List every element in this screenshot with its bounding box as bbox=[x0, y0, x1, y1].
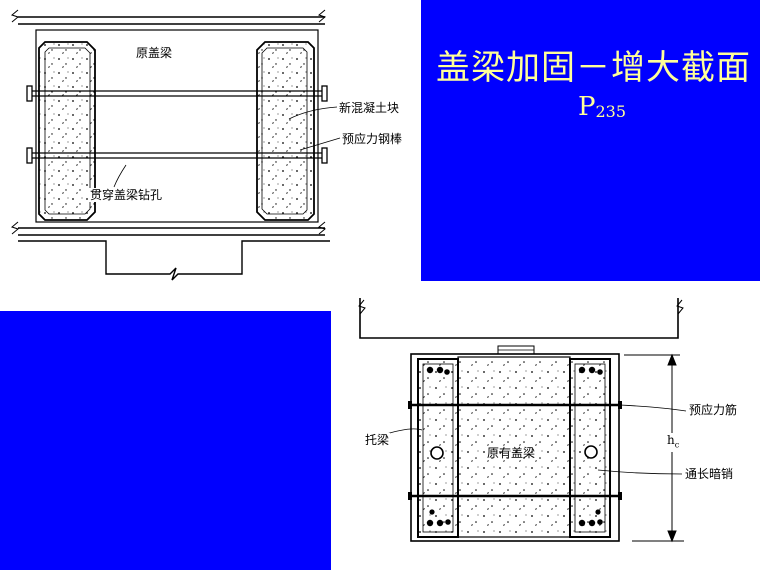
deck-line bbox=[358, 298, 684, 339]
deck-slab bbox=[10, 9, 327, 25]
original-cap-beam bbox=[35, 29, 319, 223]
height-label: hc bbox=[666, 433, 681, 453]
dowel-left bbox=[430, 446, 444, 460]
original-cap-beam-core-label: 原有盖梁 bbox=[487, 446, 536, 460]
new-concrete-block-left bbox=[38, 41, 96, 221]
pier-outline bbox=[10, 221, 330, 281]
subtitle-index: 235 bbox=[595, 102, 627, 121]
new-concrete-block-right bbox=[256, 41, 315, 221]
slide-title: 盖梁加固－增大截面 2 bbox=[436, 48, 760, 88]
slide-subtitle: P235 bbox=[578, 92, 626, 122]
dowel-right bbox=[584, 445, 598, 459]
height-subscript: c bbox=[674, 440, 680, 450]
original-cap-beam-label: 原盖梁 bbox=[135, 46, 174, 60]
title-panel bbox=[421, 0, 760, 281]
dowel-label: 通长暗销 bbox=[684, 467, 735, 481]
prestress-bar-label: 预应力钢棒 bbox=[341, 132, 404, 146]
support-beam-label: 托梁 bbox=[364, 433, 391, 447]
new-concrete-block-label: 新混凝土块 bbox=[338, 101, 401, 115]
original-cap-beam-core bbox=[457, 356, 571, 538]
prestress-bars bbox=[26, 85, 328, 164]
drill-hole-label: 贯穿盖梁钻孔 bbox=[89, 188, 164, 202]
subtitle-letter: P bbox=[578, 92, 596, 122]
prestress-tendons bbox=[411, 403, 619, 498]
prestress-rebar-label: 预应力筋 bbox=[688, 403, 739, 417]
height-letter: h bbox=[667, 433, 675, 447]
blue-panel-lower bbox=[0, 311, 331, 570]
